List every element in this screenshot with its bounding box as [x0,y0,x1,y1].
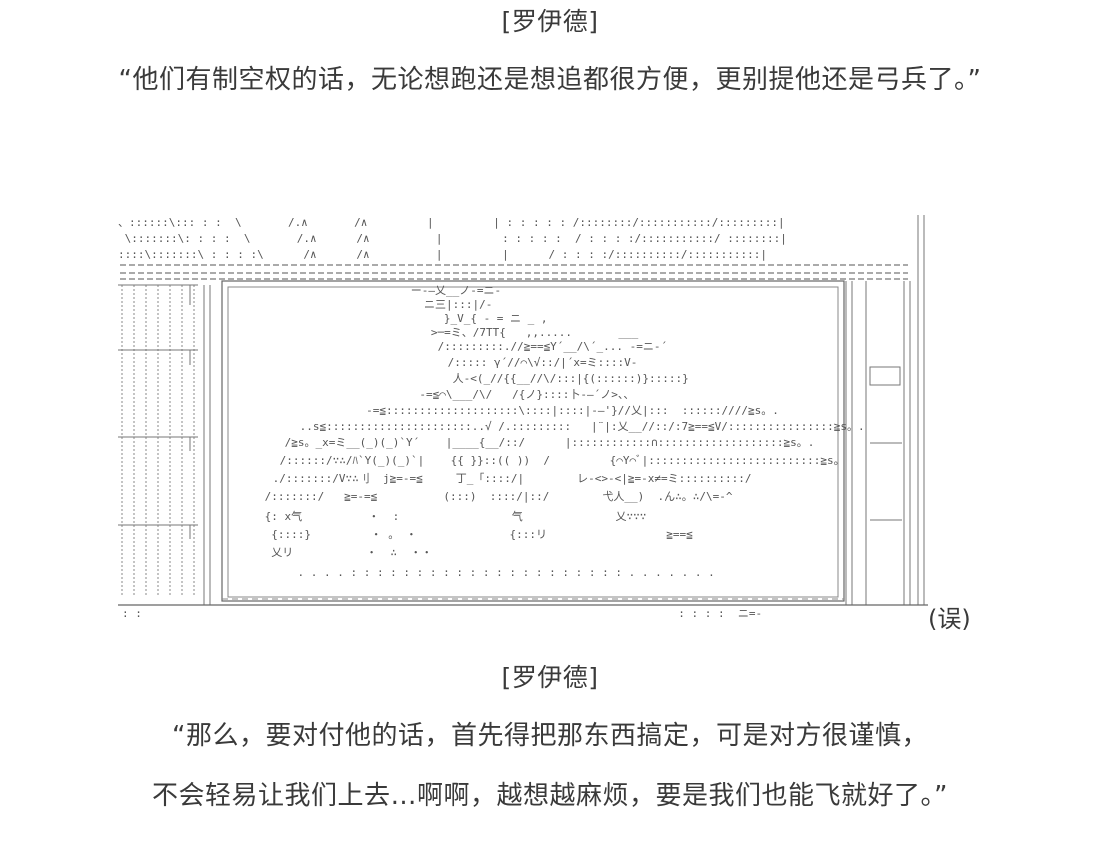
art-bottom-marks: : : : : : : ニ=- [122,607,763,620]
art-row: ー-—乂__ノ-=ニ- [318,284,502,297]
art-row: /:::::::/ ≧=-=≦ (:::) ::::/|::/ 弋人__) .ん… [258,490,733,503]
art-row: \:::::::\: : : : \ /.∧ /∧ | : : : : : / … [118,232,787,245]
dialogue-line-top: “他们有制空权的话，无论想跑还是想追都很方便，更别提他还是弓兵了。” [118,65,982,95]
speaker-name-bottom: [罗伊德] [501,663,599,692]
art-row: ニ三|:::|/- [318,298,493,311]
art-row: }_V_{ - = ニ _ , [318,312,548,325]
art-row: 、::::::\::: : : \ /.∧ /∧ | | : : : : : /… [118,216,785,229]
dialogue-line-bottom-1: “那么，要对付他的话，首先得把那东西搞定，可是对方很谨慎， [172,721,928,751]
art-row: /::::::/∵∴/ﾊ`Y(_)(_)`| {{ }}::(( )) / {⌒… [273,454,845,467]
art-frame [118,215,928,606]
dialogue-line-bottom-2: 不会轻易让我们上去…啊啊，越想越麻烦，要是我们也能飞就好了。” [152,781,948,811]
art-row: -=≦⌒\___/\/ /{ノ}::::卜-—´ノ>、、 [373,388,635,401]
art-row: /::::: γ´//⌒\√::/|´x=ミ::::V- [388,356,638,369]
art-row: 人-<(_//{{__//\/:::|{(::::::)}:::::} [393,372,689,385]
art-row: {: x气 ・ : 气 乂∵∵∵ [258,510,647,523]
art-row: ./:::::::/V∵∴刂 j≧=-=≦ 丁_「::::/| レ-<>-<|≧… [266,472,752,485]
art-row: -=≦::::::::::::::::::::\::::|::::|-—'}//… [333,404,779,417]
art-row: /:::::::::.//≧==≦Y´__/\´_... -=ニ-´ [378,340,668,353]
art-row: ::::\:::::::\ : : : :\ /∧ /∧ | | / : : :… [118,248,768,261]
speaker-name-top: [罗伊德] [501,7,599,36]
art-row: ..s≦::::::::::::::::::::::..√ /.::::::::… [293,420,865,433]
art-row: 乂リ ・ ∴ ・・ [258,546,433,559]
ascii-art-scene: 、::::::\::: : : \ /.∧ /∧ | | : : : : : /… [118,215,930,620]
art-row: {::::} ・ 。 ・ {:::リ ≧==≦ [258,528,693,541]
art-row: . . . . : : : : : : : : : : : : : : : : … [218,566,715,579]
error-caption: (误) [928,605,971,633]
art-row: /≧s。_x=ミ__(_)(_)`Y´ |____{__/::/ |::::::… [278,436,815,449]
art-row: >─=ミ、/7TT{ ,,..... ___ [358,326,639,339]
